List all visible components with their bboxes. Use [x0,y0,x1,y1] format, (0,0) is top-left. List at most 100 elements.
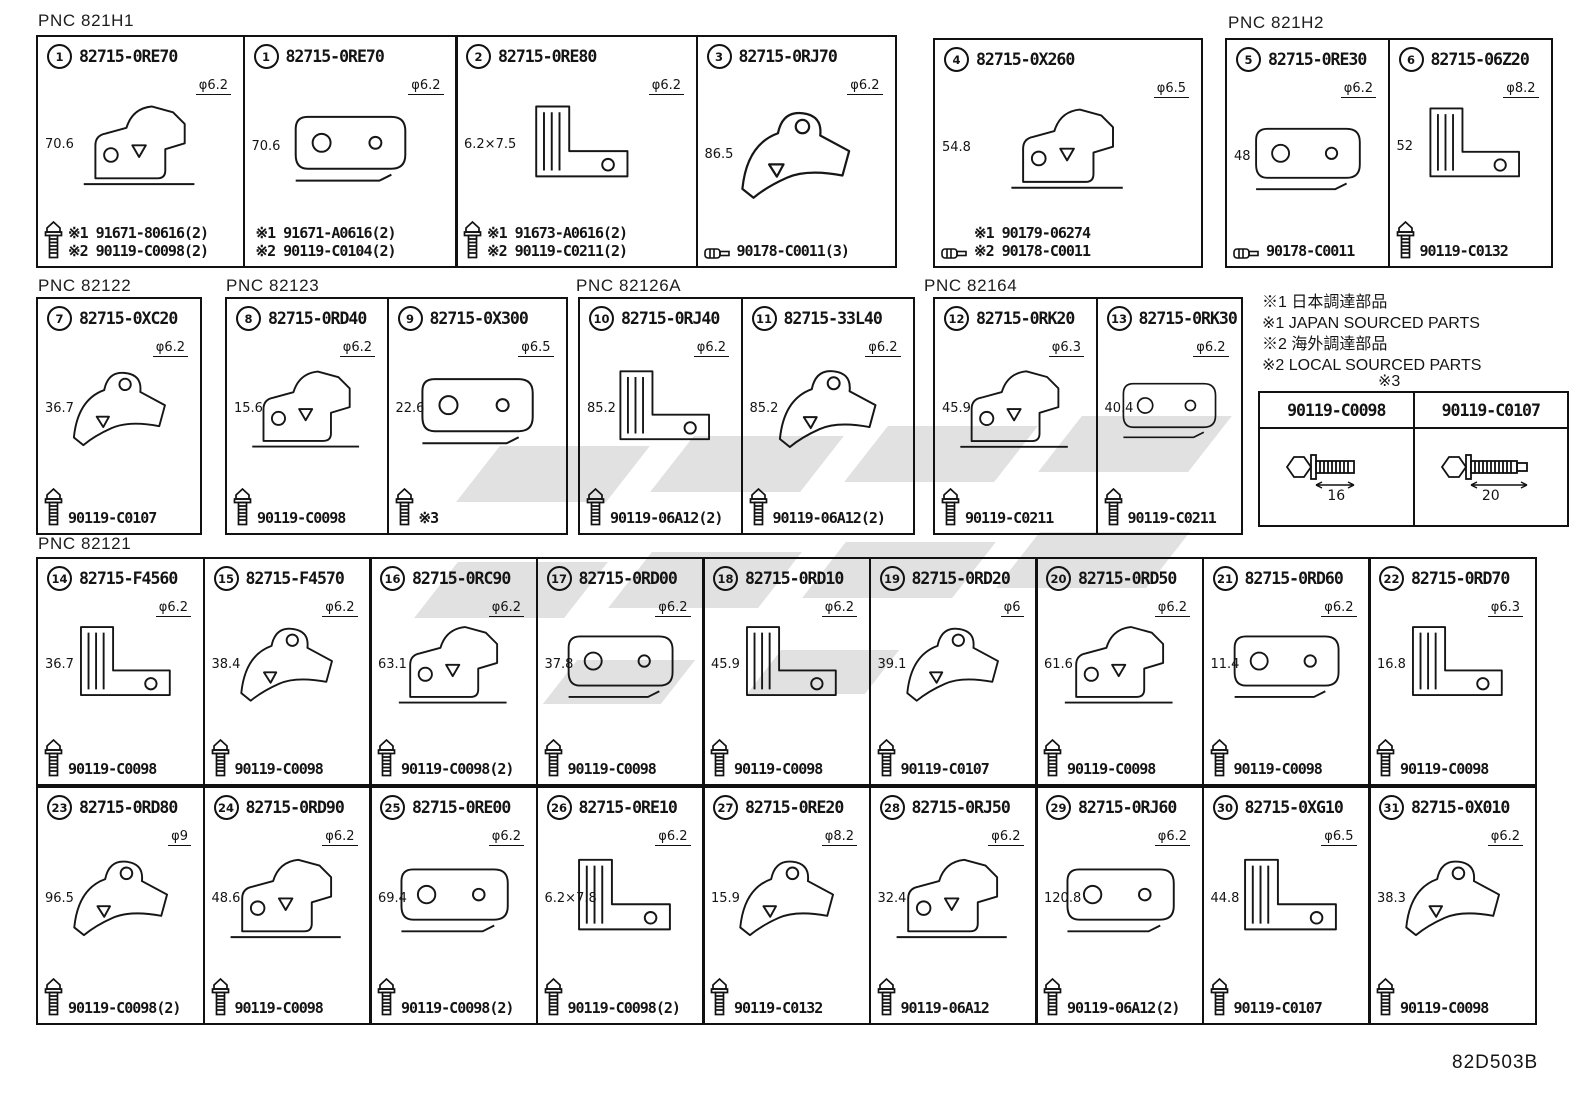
note-line: ※1 JAPAN SOURCED PARTS [1262,315,1480,332]
fastener-part-numbers: 90119-C0098(2) [68,999,181,1017]
dimension-label: φ6.2 [648,78,684,95]
bolt-icon [44,977,63,1016]
part-number: 82715-0RE20 [745,798,844,817]
fastener-part-numbers: 90119-C0132 [734,999,823,1017]
fastener-row: 90119-C0211 [1098,487,1241,533]
fastener-line: 90119-C0107 [68,509,157,527]
page-code: 82D503B [1452,1052,1539,1073]
bracket-drawing [534,105,628,177]
fastener-row: 90119-C0107 [38,487,200,533]
bracket-drawing [421,378,535,445]
bracket-drawing [1122,383,1217,439]
fastener-line: 90119-C0098 [1067,760,1156,778]
nut-icon [703,248,730,259]
ref3-label: ※3 [1378,373,1401,390]
item-number-badge: 22 [1379,566,1404,591]
part-number: 82715-0RK30 [1138,309,1238,328]
part-number: 82715-33L40 [783,309,883,328]
part-number: 82715-0RD80 [79,798,178,817]
dimension-label: 6.2×7.8 [544,890,597,906]
item-number-badge: 8 [236,306,261,331]
item-number-badge: 16 [380,566,405,591]
fastener-icon-slot [211,977,230,1017]
part-number: 82715-0RE10 [578,798,678,817]
fastener-row: 90119-C0107 [1204,977,1369,1023]
fastener-line: 90119-C0098 [1400,760,1489,778]
fastener-line: ※3 [418,509,440,527]
fastener-line: 90119-C0107 [1233,999,1323,1017]
dimension-label: φ6.2 [155,600,191,617]
part-number: 82715-0RD40 [268,309,367,328]
dimension-label: 48.6 [211,890,241,906]
fastener-line: 90119-C0211 [1127,509,1217,527]
fastener-part-numbers: 90119-C0098 [68,760,157,778]
bolt-icon [710,977,729,1016]
bolt-icon [44,738,63,777]
dimension-label: 96.5 [45,890,74,906]
fastener-part-numbers: 90119-C0211 [1127,509,1217,527]
bolt-icon [377,738,396,777]
part-number: 82715-0RC90 [412,569,511,588]
fastener-icon-slot [941,247,969,260]
bolt-length: 16 [1327,488,1346,504]
fastener-icon-slot [1376,977,1395,1017]
fastener-part-numbers: 90119-C0132 [1420,242,1509,260]
fastener-part-numbers: ※1 91671-A0616(2)※2 90119-C0104(2) [255,224,397,260]
bracket-drawing [240,627,334,702]
dimension-label: φ6.3 [1487,600,1523,617]
fastener-icon-slot [941,487,960,527]
ref-bolt-cell: 20 [1412,429,1568,525]
bracket-drawing [1255,127,1362,191]
fastener-line: ※1 91671-A0616(2) [255,224,397,242]
fastener-row: 90178-C0011(3) [698,242,895,266]
fastener-line: 90119-C0107 [900,760,990,778]
fastener-icon-slot [544,738,563,778]
dimension-label: 39.1 [877,657,907,673]
fastener-icon-slot [710,977,729,1017]
fastener-part-numbers: 90119-06A12(2) [610,509,723,527]
pnc-label-821h2: PNC 821H2 [1228,13,1325,32]
fastener-icon-slot [877,738,896,778]
dimension-label: 44.8 [1210,890,1240,906]
dimension-label: 36.7 [45,657,74,673]
fastener-icon-slot [1233,247,1261,260]
fastener-part-numbers: 90119-C0098 [235,999,324,1017]
bolt-icon [1043,977,1062,1016]
fastener-row: 90119-C0132 [1390,220,1551,266]
fastener-line: 90119-C0132 [734,999,823,1017]
bracket-drawing [400,868,509,933]
dimension-label: 63.1 [378,657,407,673]
dimension-label: φ6.2 [988,829,1024,846]
fastener-part-numbers: 90178-C0011(3) [737,242,850,260]
pnc-label-82164: PNC 82164 [924,276,1018,295]
dimension-label: 45.9 [711,657,740,673]
bolt-horizontal-icon [1440,454,1528,489]
fastener-icon-slot [377,977,396,1017]
dimension-label: φ6 [1000,600,1024,617]
part-number: 82715-0RE30 [1268,50,1367,69]
ref-part-number: 90119-C0107 [1412,393,1568,427]
fastener-part-numbers: ※3 [418,509,440,527]
part-number: 82715-06Z20 [1430,50,1530,69]
bracket-drawing [619,370,711,441]
dimension-label: 120.8 [1044,890,1082,906]
item-number-badge: 9 [397,306,423,331]
fastener-row: 90119-C0098 [205,977,370,1023]
